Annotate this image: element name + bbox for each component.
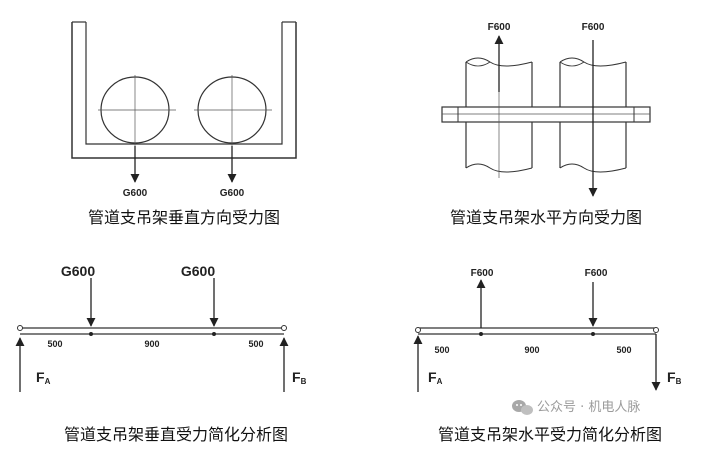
load-label-right: G600 [181,263,215,279]
caption-horizontal-force: 管道支吊架水平方向受力图 [450,208,642,227]
reaction-label-a: FA [36,369,51,386]
force-label-right: F600 [582,22,605,33]
reaction-label-b-h: FB [667,369,682,386]
force-label-right-h: F600 [585,268,608,279]
horizontal-force-diagram: F600 F600 [441,22,651,197]
load-label-left: G600 [61,263,95,279]
reaction-label-b: FB [292,369,307,386]
force-label-left: F600 [488,22,511,33]
dim-left-h: 500 [434,345,449,355]
bracket-outer [71,22,297,159]
support-beam [441,106,651,123]
caption-vertical-analysis: 管道支吊架垂直受力简化分析图 [64,425,288,444]
watermark: 公众号 · 机电人脉 [512,400,640,415]
dim-right-h: 500 [616,345,631,355]
watermark-text: 公众号 · 机电人脉 [537,400,640,415]
gravity-label-right: G600 [220,188,245,199]
wechat-icon [512,400,533,415]
dim-mid: 900 [144,339,159,349]
dim-left: 500 [47,339,62,349]
vertical-analysis-diagram: G600 G600 500 900 500 FA FB [15,263,307,392]
gravity-label-left: G600 [123,188,148,199]
force-label-left-h: F600 [471,268,494,279]
caption-horizontal-analysis: 管道支吊架水平受力简化分析图 [438,425,662,444]
horizontal-analysis-diagram: F600 F600 500 900 500 FA FB [413,268,682,392]
reaction-label-a-h: FA [428,369,443,386]
caption-vertical-force: 管道支吊架垂直方向受力图 [88,208,280,227]
bracket-inner [85,22,283,145]
dim-mid-h: 900 [524,345,539,355]
vertical-force-diagram: G600 G600 [71,21,297,199]
dim-right: 500 [248,339,263,349]
